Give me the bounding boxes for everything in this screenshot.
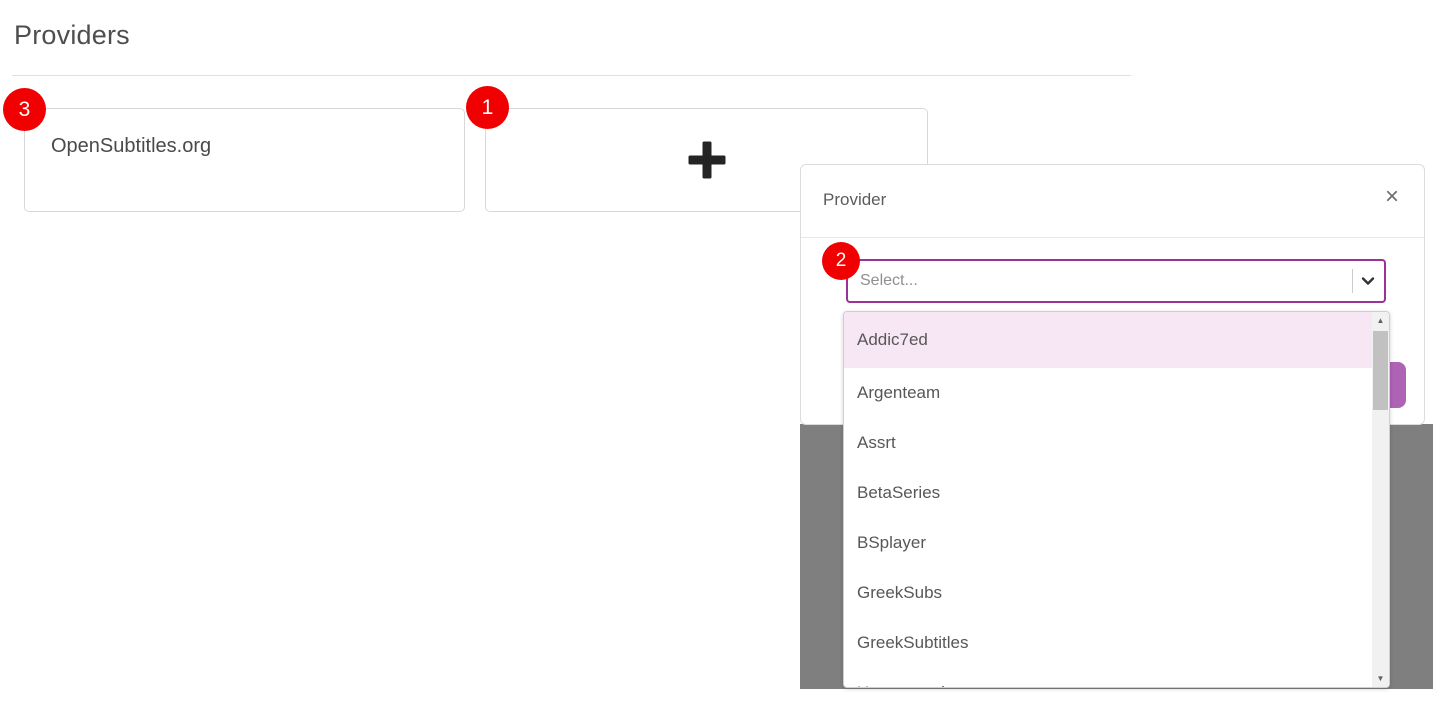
- dropdown-option-addic7ed[interactable]: Addic7ed: [844, 312, 1372, 368]
- dropdown-option-betaseries[interactable]: BetaSeries: [857, 483, 941, 502]
- chevron-down-icon: [1361, 277, 1375, 285]
- dropdown-option-clipped[interactable]: Hosszupuska: [844, 668, 1372, 687]
- dropdown-option-argenteam[interactable]: Argenteam: [857, 383, 941, 402]
- dropdown-option-greeksubs[interactable]: GreekSubs: [857, 583, 943, 602]
- dropdown-option-assrt[interactable]: Assrt: [857, 433, 896, 452]
- select-placeholder: Select...: [860, 272, 918, 289]
- scroll-down-arrow-icon[interactable]: ▼: [1376, 674, 1385, 683]
- provider-card-label: OpenSubtitles.org: [51, 135, 212, 157]
- scrollbar-thumb[interactable]: [1373, 331, 1388, 410]
- select-separator: [1352, 269, 1353, 293]
- provider-dropdown-menu: Addic7ed Argenteam Assrt BetaSeries BSpl…: [843, 311, 1390, 688]
- annotation-badge-1: 1: [466, 86, 509, 129]
- dropdown-option-bsplayer[interactable]: BSplayer: [857, 533, 926, 552]
- add-provider-card[interactable]: [485, 108, 928, 212]
- title-divider: [12, 75, 1131, 76]
- provider-card-opensubtitles[interactable]: OpenSubtitles.org: [24, 108, 465, 212]
- modal-header-divider: [801, 237, 1424, 238]
- annotation-badge-3: 3: [3, 88, 46, 131]
- provider-select[interactable]: Select...: [846, 259, 1386, 303]
- scroll-up-arrow-icon[interactable]: ▲: [1376, 316, 1385, 325]
- provider-dropdown-options: Addic7ed Argenteam Assrt BetaSeries BSpl…: [844, 312, 1372, 687]
- plus-icon: [688, 141, 725, 179]
- close-icon[interactable]: ×: [1384, 183, 1399, 210]
- dropdown-scrollbar[interactable]: ▲ ▼: [1372, 312, 1389, 687]
- dropdown-option-greeksubtitles[interactable]: GreekSubtitles: [857, 633, 969, 652]
- page-title: Providers: [14, 20, 130, 50]
- modal-title: Provider: [823, 190, 887, 209]
- annotation-badge-2: 2: [822, 242, 860, 280]
